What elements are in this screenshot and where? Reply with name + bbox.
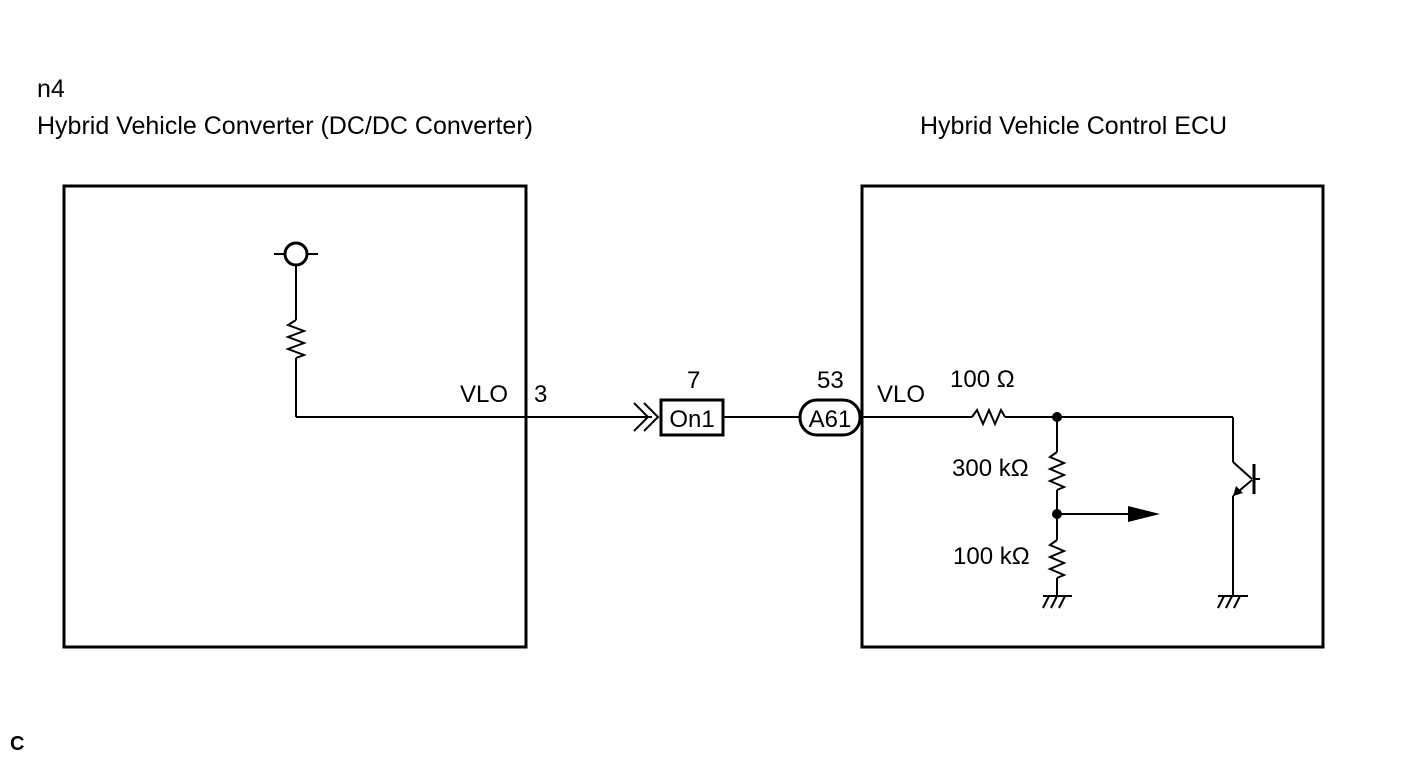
ground-icon [1042, 595, 1072, 609]
resistor-icon [1047, 451, 1067, 491]
left-terminal-pin: 3 [534, 381, 547, 408]
junction-pin: 7 [687, 367, 700, 394]
resistor-icon [285, 319, 307, 359]
left-terminal-signal: VLO [460, 381, 508, 408]
left-component-title: Hybrid Vehicle Converter (DC/DC Converte… [37, 112, 533, 140]
ecu-terminal-signal: VLO [877, 381, 925, 408]
double-chevron-connector-icon [633, 402, 660, 432]
ecu-connector-box [798, 398, 862, 437]
resistor-icon [971, 407, 1006, 427]
junction-connector-box [659, 398, 725, 437]
ground-icon [1217, 595, 1248, 609]
power-supply-icon [274, 241, 318, 267]
transistor-icon [1232, 461, 1260, 497]
ecu-connector-pin: 53 [817, 367, 844, 394]
ecu-connector-label: A61 [809, 406, 852, 433]
junction-connector-label: On1 [669, 406, 714, 433]
resistor-icon [1047, 539, 1067, 579]
lower-divider-label: 100 kΩ [953, 543, 1030, 570]
upper-divider-label: 300 kΩ [952, 455, 1029, 482]
diagram-code: n4 [37, 75, 65, 103]
series-resistor-label: 100 Ω [950, 366, 1015, 393]
corner-mark: C [10, 733, 24, 755]
signal-arrow-icon [1128, 506, 1160, 522]
right-component-title: Hybrid Vehicle Control ECU [920, 112, 1227, 140]
